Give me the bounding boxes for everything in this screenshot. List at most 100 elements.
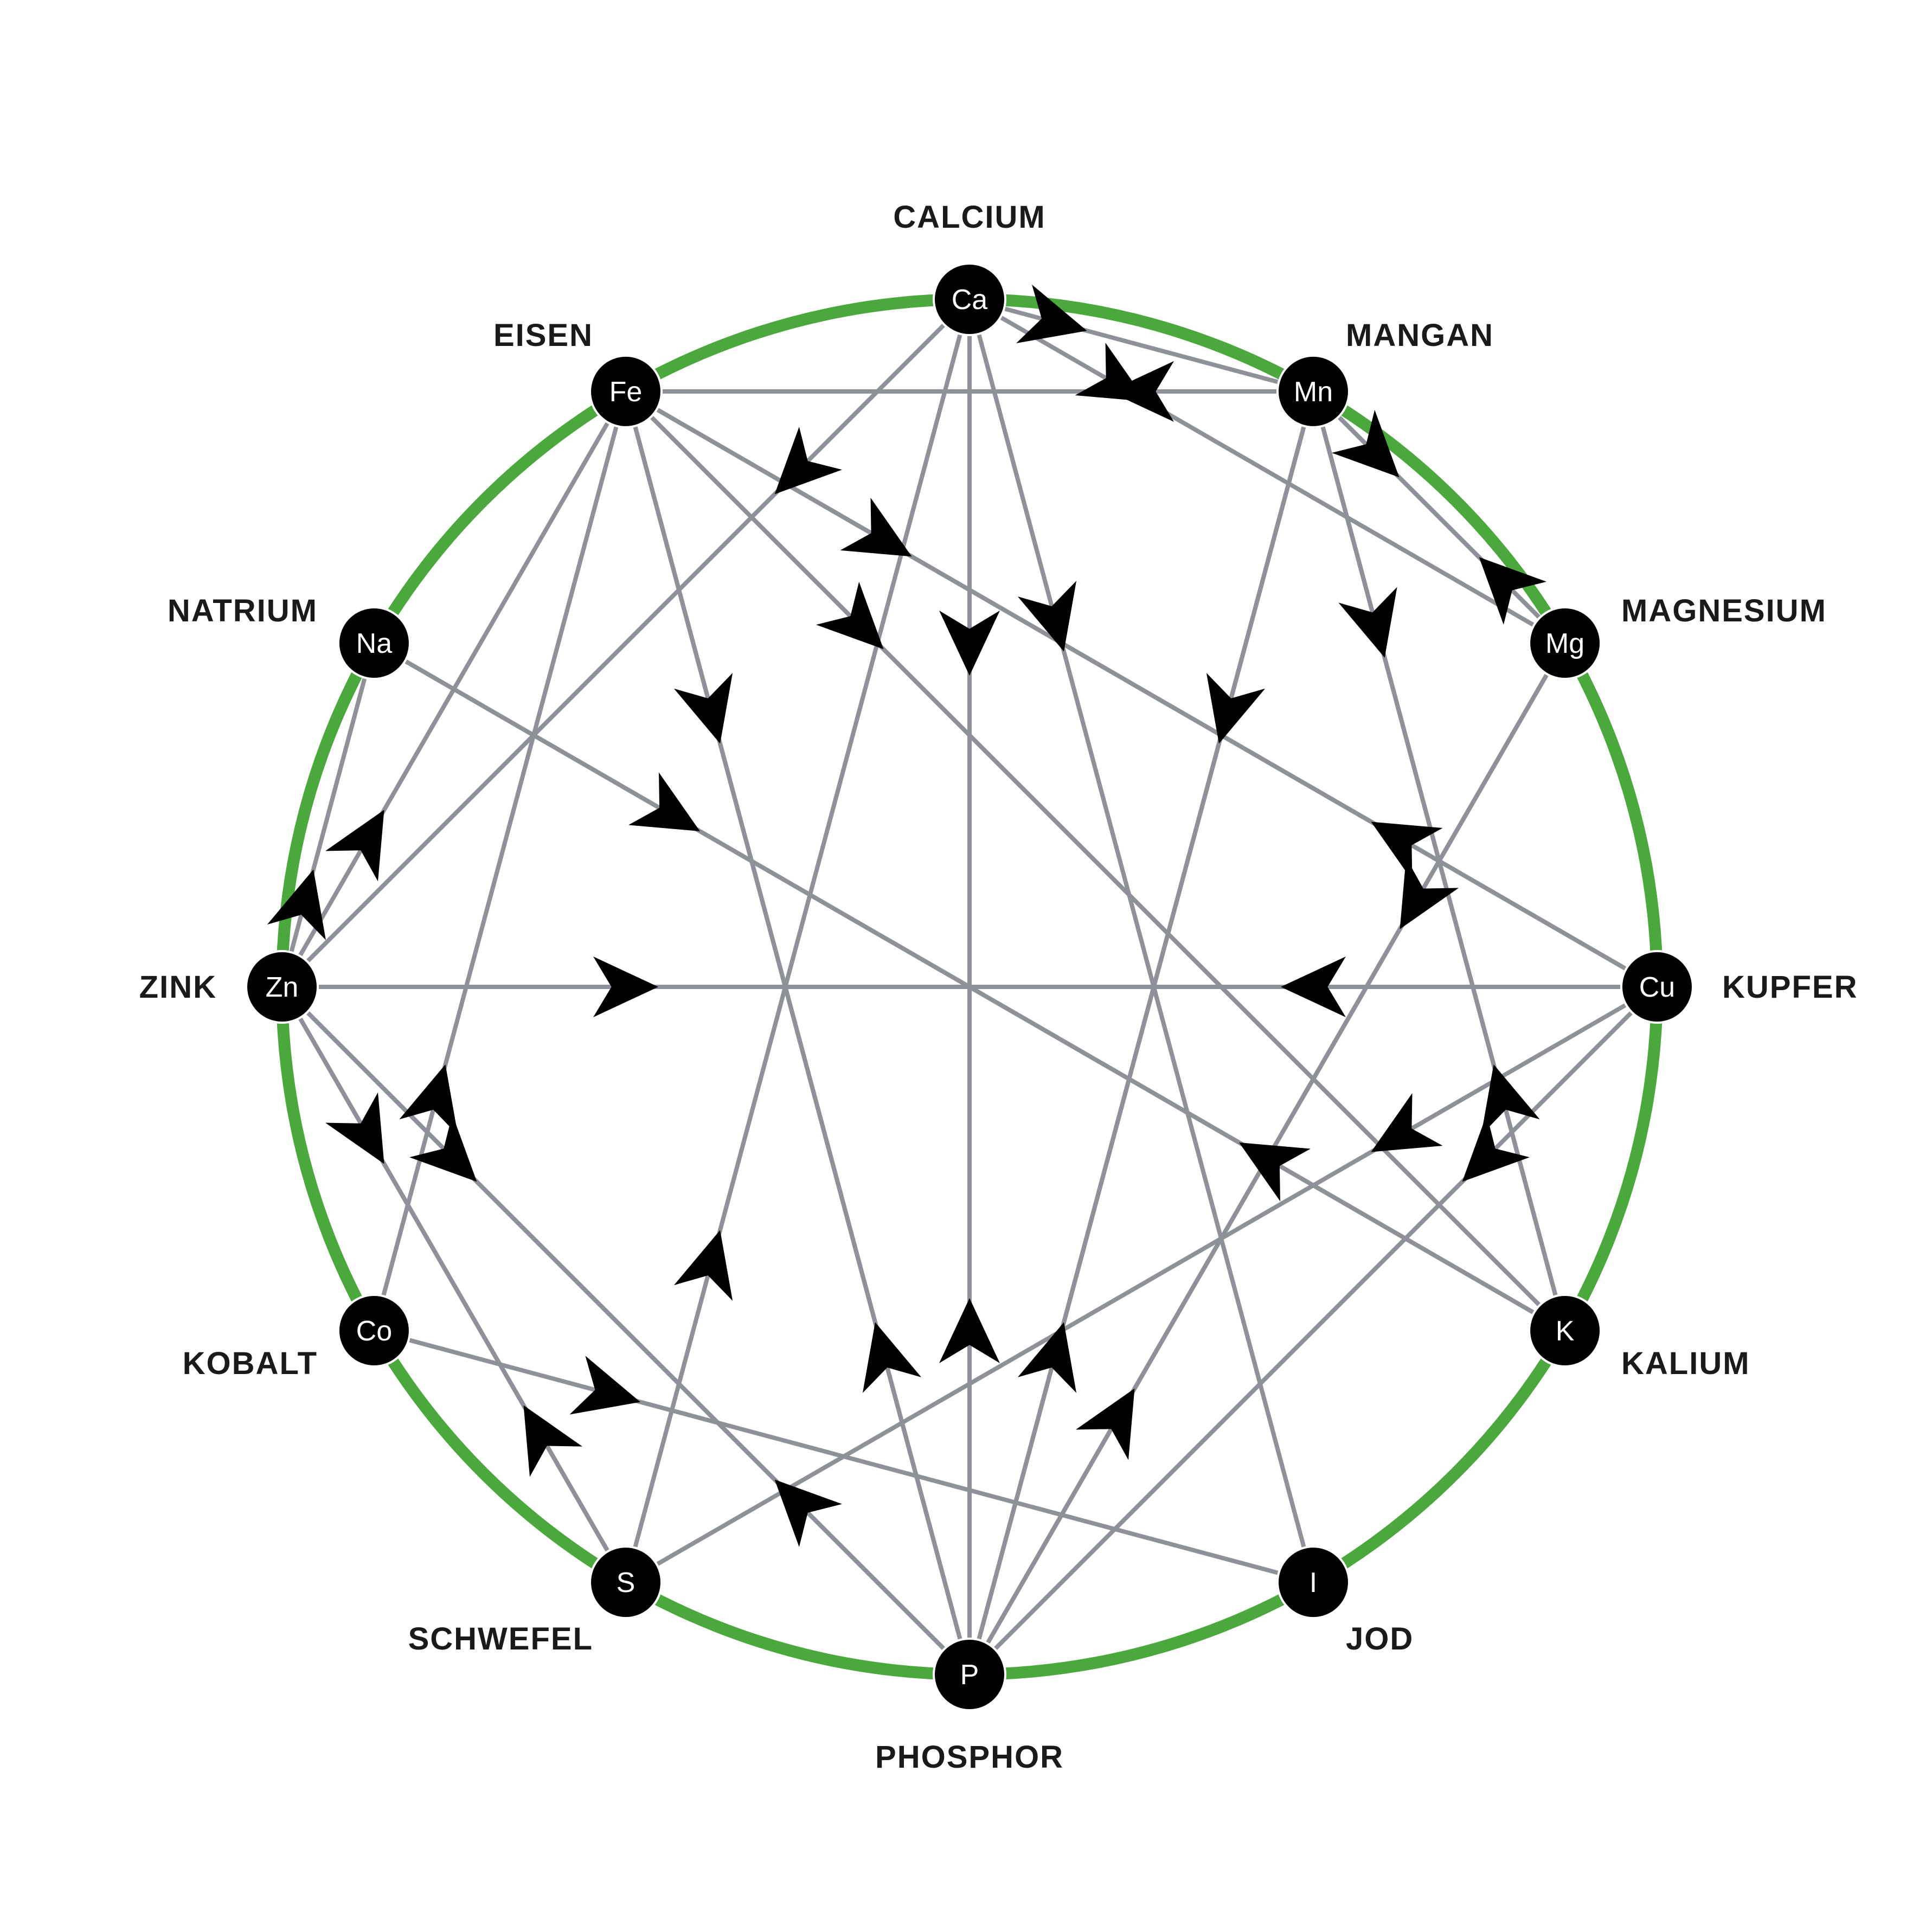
label-i: JOD [1346,1621,1414,1657]
edge-Ca-Mn [967,297,1315,394]
label-co: KOBALT [183,1346,318,1381]
arrow-Cu-P [1462,1114,1530,1182]
arrow-Zn-S [325,1092,384,1164]
arrow-Co-I [569,1356,640,1415]
node-circle [1528,1294,1602,1368]
node-mg: Mg [1528,606,1602,680]
arrow-Cu-Zn [1281,957,1346,1017]
node-symbol: P [960,1659,979,1691]
edge-Co-I [371,1328,1315,1585]
node-i: I [1276,1545,1350,1620]
edge-P-Fe [624,389,972,1677]
arrow-Ca-Zn [774,427,842,495]
node-ca: Ca [933,262,1006,336]
node-symbol: Zn [266,972,299,1003]
node-symbol: Cu [1639,972,1675,1003]
node-circle [337,606,411,680]
arrow-Fe-Cu [840,497,912,557]
node-circle [589,354,663,428]
node-mn: Mn [1276,354,1350,428]
arrow-P-Ca [939,1298,1000,1363]
edge-S-Zn [280,985,628,1585]
arrow-Zn-Cu [593,957,658,1017]
node-circle [337,1294,411,1368]
arrows-layer [267,284,1547,1547]
edge-Co-Fe [371,389,628,1333]
arrow-P-Mn [1017,1322,1077,1393]
arrow-P-Fe [862,1322,922,1393]
node-zn: Zn [245,950,319,1024]
node-circle [1276,1545,1350,1620]
arrow-Co-Fe [399,1064,458,1135]
arrow-Mn-P [1206,673,1266,744]
node-cu: Cu [1620,950,1694,1024]
node-symbol: Fe [609,376,643,408]
label-zn: ZINK [139,970,217,1005]
label-mg: MAGNESIUM [1621,593,1827,628]
node-co: Co [337,1294,411,1368]
node-fe: Fe [589,354,663,428]
edges-layer [280,297,1659,1677]
node-k: K [1528,1294,1602,1368]
edge-Cu-S [624,985,1659,1585]
arrow-P-Zn [774,1479,842,1547]
node-symbol: Na [356,628,393,659]
arrow-Mg-Mn [1479,557,1547,625]
arrow-K-Na [1239,1142,1311,1202]
edge-Cu-P [967,985,1659,1677]
arrow-S-Ca [673,1230,733,1301]
label-k: KALIUM [1621,1346,1750,1381]
arrow-S-Zn [523,1405,582,1477]
edge-S-Ca [624,297,972,1585]
arrow-Ca-P [939,611,1000,676]
node-symbol: I [1310,1567,1317,1599]
node-symbol: Mg [1545,628,1584,659]
edge-Fe-K [624,389,1568,1333]
arrow-Zn-Na [267,869,326,940]
edge-P-Mn [967,389,1315,1677]
label-na: NATRIUM [168,593,318,628]
node-symbol: Ca [952,284,988,316]
edge-Cu-Fe [624,389,1659,989]
label-cu: KUPFER [1722,970,1858,1005]
labels-layer: CALCIUM MANGAN MAGNESIUM KUPFER KALIUM JOD PHO… [139,200,1858,1775]
arrow-Ca-I [1017,581,1077,652]
node-circle [1528,606,1602,680]
label-p: PHOSPHOR [875,1740,1064,1775]
node-circle [245,950,319,1024]
node-circle [589,1545,663,1620]
label-fe: EISEN [493,318,593,353]
label-mn: MANGAN [1346,318,1494,353]
arrow-Na-K [628,772,700,831]
edge-Zn-Fe [280,389,628,989]
label-ca: CALCIUM [893,200,1045,235]
edge-Ca-I [967,297,1315,1585]
edge-Mg-Mn [1311,389,1568,645]
node-symbol: S [617,1567,636,1599]
label-s: SCHWEFEL [408,1621,593,1657]
arrow-Ca-Mn [1016,284,1087,343]
edge-Zn-Na [280,641,376,989]
arrow-Cu-Fe [1371,821,1443,881]
arrow-K-Mn [1481,1064,1540,1135]
arrow-P-Mg [1076,1388,1135,1460]
arrow-Mn-Mg [1332,409,1400,478]
edge-P-Zn [280,985,972,1677]
node-p: P [933,1638,1006,1711]
node-symbol: Mn [1294,376,1333,408]
node-na: Na [337,606,411,680]
node-s: S [589,1545,663,1620]
arrow-Fe-P [673,673,733,744]
arrow-Mn-Fe [1109,361,1174,422]
edge-Ca-Mg [967,297,1568,645]
arrow-Zn-Fe [325,810,384,882]
node-circle [933,1638,1006,1711]
arrow-Zn-P [409,1114,477,1182]
arrow-Mn-K [1338,587,1397,658]
arrow-Fe-K [816,581,884,650]
node-circle [933,262,1006,336]
node-circle [1620,950,1694,1024]
node-symbol: K [1556,1315,1575,1347]
